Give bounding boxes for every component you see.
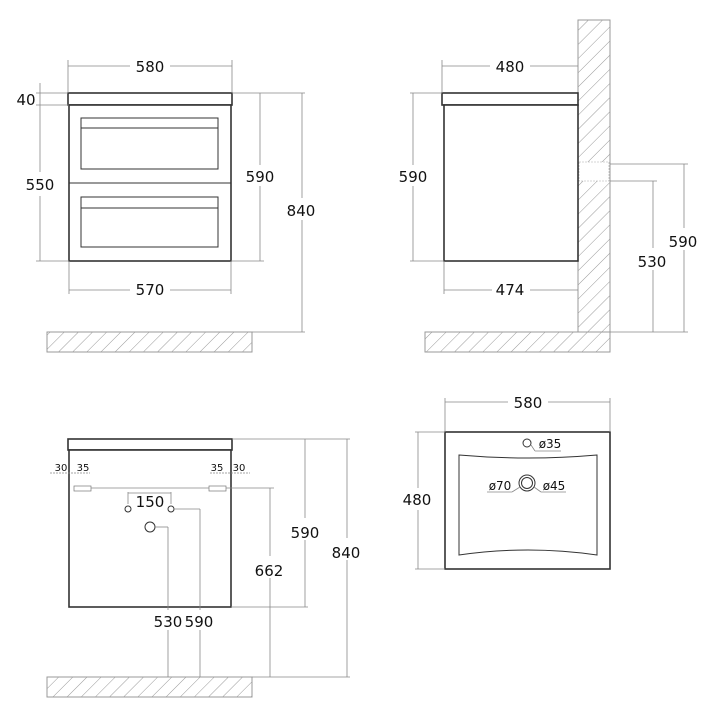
dim-rear-height: 590 [291, 524, 320, 542]
water-pipe-left [124, 505, 132, 513]
dim-mount-lower: 530 [638, 253, 667, 271]
label-tap-hole: ø35 [539, 437, 562, 451]
drain-outer [518, 474, 536, 492]
drain-inner [521, 477, 533, 489]
drawer-bottom [80, 196, 219, 248]
dim-right-offset: 30 [233, 463, 246, 474]
dim-drain-height: 530 [154, 613, 183, 631]
basin-outline [444, 431, 611, 570]
dim-basin-width: 580 [514, 394, 543, 412]
dim-left-bracket: 35 [77, 463, 90, 474]
bracket-right [208, 485, 227, 492]
cabinet-body [68, 449, 232, 608]
countertop [441, 92, 579, 106]
dim-pipe-height: 590 [185, 613, 214, 631]
dim-front-width-bottom: 570 [136, 281, 165, 299]
basin-bowl [458, 454, 598, 556]
dim-floor-height: 840 [287, 202, 316, 220]
tap-hole [522, 438, 532, 448]
dim-side-depth-bottom: 474 [496, 281, 525, 299]
dim-pipe-spacing: 150 [136, 493, 165, 511]
dim-basin-depth: 480 [403, 491, 432, 509]
dim-right-bracket: 35 [211, 463, 224, 474]
rear-view: 30 35 35 30 150 590 840 662 530 590 [46, 438, 361, 698]
floor-hatch [46, 331, 253, 353]
floor-hatch [46, 676, 253, 698]
dim-side-height: 590 [399, 168, 428, 186]
dim-rear-total-height: 840 [332, 544, 361, 562]
dim-front-width-top: 580 [136, 58, 165, 76]
cabinet-body [443, 104, 579, 262]
countertop [67, 438, 233, 451]
dim-left-offset: 30 [55, 463, 68, 474]
drawer-top [80, 117, 219, 170]
dim-front-height: 590 [246, 168, 275, 186]
dim-side-depth-top: 480 [496, 58, 525, 76]
label-drain-inner: ø45 [543, 479, 566, 493]
front-view: 580 40 550 590 840 570 [16, 58, 316, 353]
label-drain-outer: ø70 [489, 479, 512, 493]
dim-top-thickness: 40 [16, 91, 35, 109]
dim-mount-upper: 590 [669, 233, 698, 251]
floor-hatch [424, 331, 611, 353]
side-view: 480 590 474 590 530 [399, 19, 698, 353]
countertop [67, 92, 233, 106]
bracket-left [73, 485, 92, 492]
top-view: 580 480 ø35 ø70 ø45 [403, 394, 611, 570]
dim-body-height: 550 [26, 176, 55, 194]
dim-bracket-height: 662 [255, 562, 284, 580]
